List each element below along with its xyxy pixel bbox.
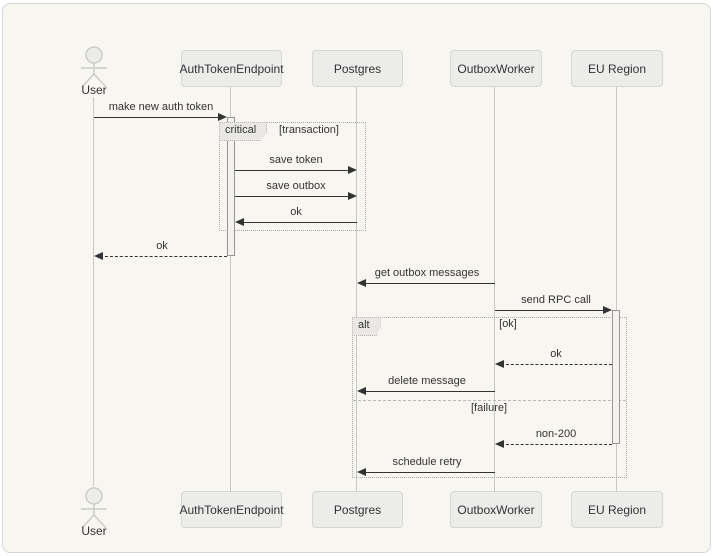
activation-authtokenendpoint — [227, 117, 235, 256]
user-actor-icon-bottom — [74, 487, 114, 529]
actor-box-eu-region-top: EU Region — [571, 50, 663, 87]
arrowhead-left-icon — [495, 440, 504, 448]
message-line — [501, 364, 612, 365]
alt-divider — [353, 400, 626, 401]
actor-box-outboxworker-bottom: OutboxWorker — [450, 491, 542, 528]
message-line — [363, 472, 495, 473]
alt-block — [352, 317, 627, 478]
actor-label-user-top: User — [81, 83, 107, 97]
message-label: send RPC call — [521, 294, 591, 306]
alt-block-label: alt — [352, 317, 381, 336]
arrowhead-left-icon — [235, 218, 244, 226]
actor-box-outboxworker-top: OutboxWorker — [450, 50, 542, 87]
actor-box-authtokenendpoint-top: AuthTokenEndpoint — [179, 50, 284, 87]
message-label: ok — [290, 206, 302, 218]
critical-block — [219, 122, 366, 231]
lifeline-user — [93, 97, 94, 486]
message-line — [495, 310, 606, 311]
message-line — [363, 283, 495, 284]
lifeline-outboxworker — [494, 87, 495, 491]
message-label: save token — [269, 154, 323, 166]
actor-box-authtokenendpoint-bottom: AuthTokenEndpoint — [179, 491, 284, 528]
actor-box-label: OutboxWorker — [457, 61, 535, 76]
actor-box-label: EU Region — [587, 61, 647, 76]
lifeline-postgres — [356, 87, 357, 491]
message-label: non-200 — [535, 428, 577, 440]
arrowhead-left-icon — [94, 252, 103, 260]
arrowhead-left-icon — [357, 468, 366, 476]
arrowhead-left-icon — [357, 387, 366, 395]
arrowhead-right-icon — [218, 113, 227, 121]
actor-box-label: AuthTokenEndpoint — [179, 502, 284, 517]
user-actor-icon-top — [74, 46, 114, 88]
message-label: ok — [156, 240, 168, 252]
message-label: make new auth token — [108, 101, 214, 113]
actor-box-eu-region-bottom: EU Region — [571, 491, 663, 528]
arrowhead-right-icon — [348, 192, 357, 200]
actor-box-postgres-top: Postgres — [312, 50, 403, 87]
lifeline-eu-region — [616, 87, 617, 491]
actor-box-label: EU Region — [587, 502, 647, 517]
actor-box-label: Postgres — [333, 61, 382, 76]
alt-section-label-failure: [failure] — [470, 402, 508, 414]
actor-label-user-bottom: User — [81, 524, 107, 538]
activation-eu-region — [612, 310, 620, 444]
arrowhead-left-icon — [495, 360, 504, 368]
arrowhead-right-icon — [348, 166, 357, 174]
lifeline-authtokenendpoint — [230, 87, 231, 491]
message-line — [241, 222, 357, 223]
alt-section-label-ok: [ok] — [499, 318, 517, 330]
message-line — [235, 196, 351, 197]
critical-section-label-transaction: [transaction] — [279, 124, 339, 136]
message-label: ok — [550, 348, 562, 360]
actor-box-label: OutboxWorker — [457, 502, 535, 517]
actor-box-postgres-bottom: Postgres — [312, 491, 403, 528]
arrowhead-left-icon — [357, 279, 366, 287]
message-line — [363, 391, 495, 392]
critical-block-label: critical — [219, 122, 268, 141]
arrowhead-right-icon — [603, 306, 612, 314]
actor-box-label: Postgres — [333, 502, 382, 517]
message-line — [100, 256, 227, 257]
message-line — [235, 170, 351, 171]
actor-box-label: AuthTokenEndpoint — [179, 61, 284, 76]
message-label: save outbox — [266, 180, 326, 192]
message-label: get outbox messages — [374, 267, 480, 279]
message-line — [94, 117, 221, 118]
message-label: delete message — [388, 375, 466, 387]
message-label: schedule retry — [392, 456, 462, 468]
message-line — [501, 444, 612, 445]
